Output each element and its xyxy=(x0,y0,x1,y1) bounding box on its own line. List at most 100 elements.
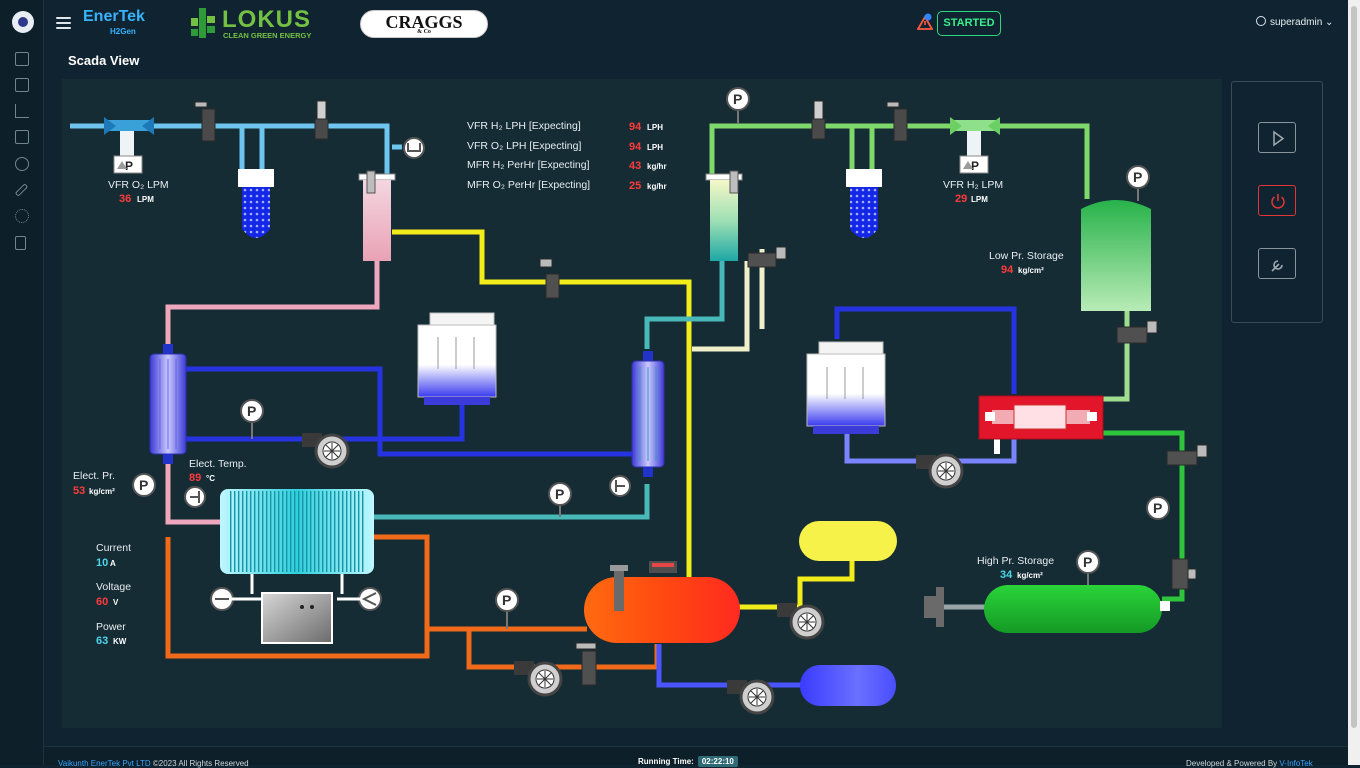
scrollbar[interactable] xyxy=(1348,0,1360,765)
svg-text:MFR O₂ PerHr [Expecting]: MFR O₂ PerHr [Expecting] xyxy=(467,179,590,191)
svg-text:P: P xyxy=(1153,500,1162,516)
chevron-down-icon: ⌄ xyxy=(1322,17,1334,28)
valve-icon xyxy=(539,246,1208,686)
svg-text:P: P xyxy=(1083,554,1092,570)
svg-text:MFR H₂ PerHr [Expecting]: MFR H₂ PerHr [Expecting] xyxy=(467,159,590,171)
high-pressure-storage xyxy=(924,585,1170,633)
heat-exchanger-right xyxy=(631,351,665,477)
dryer-vessel-h2 xyxy=(846,169,882,238)
craggs-title: CRAGGS xyxy=(385,12,463,32)
brand-h2gen: H2Gen xyxy=(110,27,136,36)
svg-text:P: P xyxy=(555,486,564,502)
svg-text:89: 89 xyxy=(189,472,201,484)
user-name: superadmin xyxy=(1270,17,1323,28)
wrench-icon xyxy=(1271,260,1283,272)
svg-text:VFR H₂ LPM: VFR H₂ LPM xyxy=(943,179,1003,191)
user-menu[interactable]: superadmin ⌄ xyxy=(1256,16,1333,28)
svg-text:29: 29 xyxy=(955,193,967,205)
svg-text:Voltage: Voltage xyxy=(96,581,131,593)
pipe-pink xyxy=(165,261,380,349)
user-icon[interactable] xyxy=(15,157,29,171)
start-button[interactable] xyxy=(1258,122,1296,153)
svg-text:kg/hr: kg/hr xyxy=(647,162,667,171)
footer-company[interactable]: Vaikunth EnerTek Pvt LTD xyxy=(58,759,151,768)
reading-voltage: Voltage 60 V xyxy=(96,581,131,608)
reading-vfr-h2: VFR H₂ LPM 29 LPM xyxy=(943,179,1003,205)
control-panel xyxy=(1231,81,1323,323)
power-icon xyxy=(1271,194,1285,209)
lokus-logo: LOKUS CLEAN GREEN ENERGY xyxy=(189,6,319,40)
reading-vfr-o2: VFR O₂ LPM 36 LPM xyxy=(108,179,169,205)
document-icon[interactable] xyxy=(15,236,26,250)
app-logo[interactable] xyxy=(12,11,34,33)
chart-icon[interactable] xyxy=(15,104,29,118)
electrolyzer-stack xyxy=(220,489,374,574)
separator-h2 xyxy=(705,170,743,261)
purifier-unit xyxy=(978,395,1104,440)
grid-icon[interactable] xyxy=(15,130,29,144)
header: EnerTek H2Gen LOKUS CLEAN GREEN ENERGY C… xyxy=(44,0,1348,46)
svg-text:Elect. Pr.: Elect. Pr. xyxy=(73,470,115,482)
reading-current: Current 10 A xyxy=(96,542,131,569)
brand-enertek: EnerTek xyxy=(83,8,145,25)
svg-text:kg/cm²: kg/cm² xyxy=(1017,571,1043,580)
pipe-blue-left xyxy=(182,366,647,457)
power-button[interactable] xyxy=(1258,185,1296,216)
pump-icon xyxy=(302,433,964,715)
reading-high-pr-storage: High Pr. Storage 34 kg/cm² xyxy=(977,555,1054,581)
svg-text:10: 10 xyxy=(96,557,108,569)
lokus-title: LOKUS xyxy=(222,6,311,33)
svg-text:53: 53 xyxy=(73,485,85,497)
svg-text:VFR H₂ LPH [Expecting]: VFR H₂ LPH [Expecting] xyxy=(467,120,581,132)
running-time-label: Running Time: xyxy=(638,757,694,766)
svg-text:LPM: LPM xyxy=(137,195,154,204)
craggs-subtitle: & Co xyxy=(417,29,431,35)
svg-text:LPH: LPH xyxy=(647,143,663,152)
reading-elect-pr: Elect. Pr. 53 kg/cm² xyxy=(73,470,115,497)
svg-text:V: V xyxy=(113,598,119,607)
svg-text:P: P xyxy=(971,159,979,173)
menu-icon[interactable] xyxy=(56,17,71,29)
svg-text:Current: Current xyxy=(96,542,131,554)
svg-text:60: 60 xyxy=(96,596,108,608)
svg-text:kg/cm²: kg/cm² xyxy=(89,487,115,496)
pipe-o2-drop xyxy=(239,126,265,169)
wrench-icon[interactable] xyxy=(14,183,29,197)
dryer-vessel-o2 xyxy=(238,169,274,238)
svg-text:25: 25 xyxy=(629,180,641,192)
svg-text:P: P xyxy=(502,592,511,608)
svg-text:kg/cm²: kg/cm² xyxy=(1018,266,1044,275)
page-title: Scada View xyxy=(68,53,140,68)
svg-text:94: 94 xyxy=(1001,264,1014,276)
flowmeter-h2-icon: P xyxy=(950,117,1000,174)
maintenance-button[interactable] xyxy=(1258,248,1296,279)
pipe-o2-main xyxy=(70,123,390,174)
running-time-value: 02:22:10 xyxy=(697,756,738,767)
scada-diagram: P P P P P P P xyxy=(62,79,1222,728)
user-icon xyxy=(1256,16,1266,26)
image-icon[interactable] xyxy=(15,78,29,92)
svg-text:LPM: LPM xyxy=(971,195,988,204)
svg-text:P: P xyxy=(733,91,742,107)
status-badge[interactable]: STARTED xyxy=(937,11,1001,36)
svg-text:VFR O₂ LPH [Expecting]: VFR O₂ LPH [Expecting] xyxy=(467,140,581,152)
svg-text:LPH: LPH xyxy=(647,123,663,132)
svg-text:VFR O₂ LPM: VFR O₂ LPM xyxy=(108,179,169,191)
dashboard-icon[interactable] xyxy=(15,52,29,66)
power-supply-unit xyxy=(232,574,362,644)
reading-power: Power 63 KW xyxy=(96,621,127,647)
craggs-logo: CRAGGS & Co xyxy=(360,10,488,38)
lokus-leaf-icon xyxy=(191,8,215,38)
cooling-tower-left xyxy=(417,312,497,405)
footer-powered-by[interactable]: V-InfoTek xyxy=(1279,759,1313,768)
footer: Vaikunth EnerTek Pvt LTD ©2023 All Right… xyxy=(44,746,1348,768)
gear-icon[interactable] xyxy=(15,209,29,223)
alert-icon[interactable] xyxy=(917,13,933,31)
pipe-yellow xyxy=(392,229,692,579)
blue-tank xyxy=(800,665,896,706)
valve-icon xyxy=(194,100,908,142)
svg-text:Low Pr. Storage: Low Pr. Storage xyxy=(989,250,1064,262)
svg-text:P: P xyxy=(139,477,148,493)
svg-text:P: P xyxy=(125,159,133,173)
flowmeter-o2-icon: P xyxy=(104,117,154,174)
